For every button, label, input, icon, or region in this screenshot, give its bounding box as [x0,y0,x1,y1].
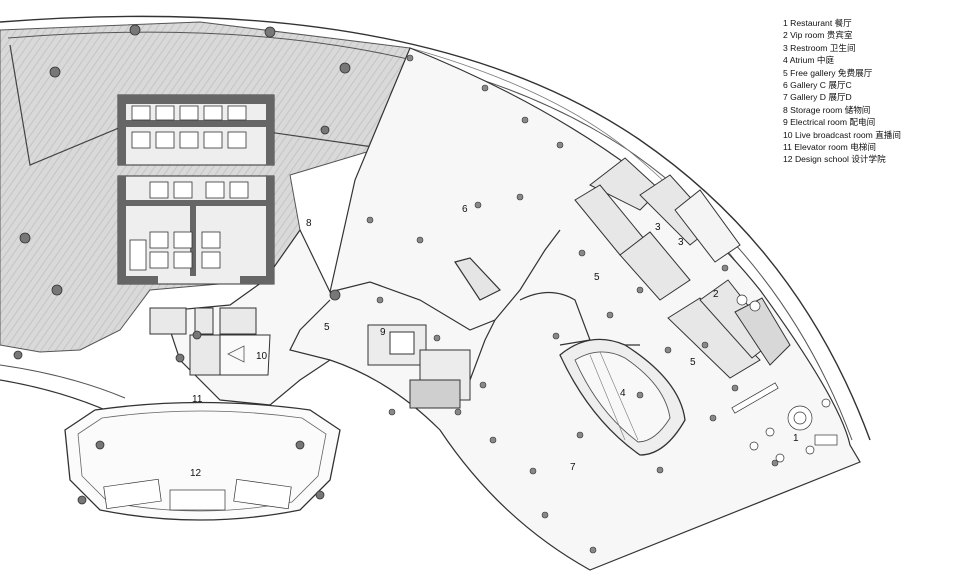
zone-label-3b: 3 [678,237,684,248]
zone-label-3a: 3 [655,222,661,233]
classroom-desks [103,478,292,511]
atrium [559,338,686,456]
legend-item-free-gallery: 5 Free gallery 免费展厅 [783,67,873,78]
legend-item-restroom: 3 Restroom 卫生间 [783,42,856,53]
zone-label-9: 9 [380,327,386,338]
restaurant-furniture [731,294,838,463]
zone-label-11: 11 [192,394,203,405]
zone-label-2: 2 [713,289,719,300]
zone-label-4: 4 [620,388,626,399]
zone-label-5c: 5 [324,322,330,333]
outer-facade-arc-inner [7,31,853,441]
broadcast-symbol [227,345,245,363]
plan-legend: 1 Restaurant 餐厅 2 Vip room 贵宾室 3 Restroo… [783,17,901,166]
gallery-partitions [289,229,640,381]
zone-label-1: 1 [793,433,799,444]
zone-label-12: 12 [190,468,202,479]
electrical-room [367,324,471,409]
zone-label-8: 8 [306,218,312,229]
outer-facade-arc [0,15,871,441]
legend-item-atrium: 4 Atrium 中庭 [783,55,835,66]
zone-label-10: 10 [256,351,268,362]
design-school-inner [77,410,327,512]
legend-item-design-school: 12 Design school 设计学院 [783,154,886,165]
legend-item-gallery-c: 6 Gallery C 展厅C [783,80,852,91]
service-core [117,94,275,285]
legend-item-storage-room: 8 Storage room 储物间 [783,104,871,115]
left-lower-arc-2 [0,364,126,399]
legend-item-gallery-d: 7 Gallery D 展厅D [783,92,852,103]
right-service-block [574,157,791,379]
zone-label-7: 7 [570,462,576,473]
zone-label-6: 6 [462,204,468,215]
zone-label-5b: 5 [690,357,696,368]
legend-item-vip-room: 2 Vip room 贵宾室 [783,30,853,41]
columns [13,24,351,505]
zone-label-5a: 5 [594,272,600,283]
legend-item-restaurant: 1 Restaurant 餐厅 [783,18,852,28]
broadcast-room [219,334,271,376]
legend-item-electrical-room: 9 Electrical room 配电间 [783,117,876,128]
legend-item-live-broadcast-room: 10 Live broadcast room 直播间 [783,129,901,140]
columns-small [366,54,779,554]
legend-item-elevator-room: 11 Elevator room 电梯间 [783,142,876,153]
